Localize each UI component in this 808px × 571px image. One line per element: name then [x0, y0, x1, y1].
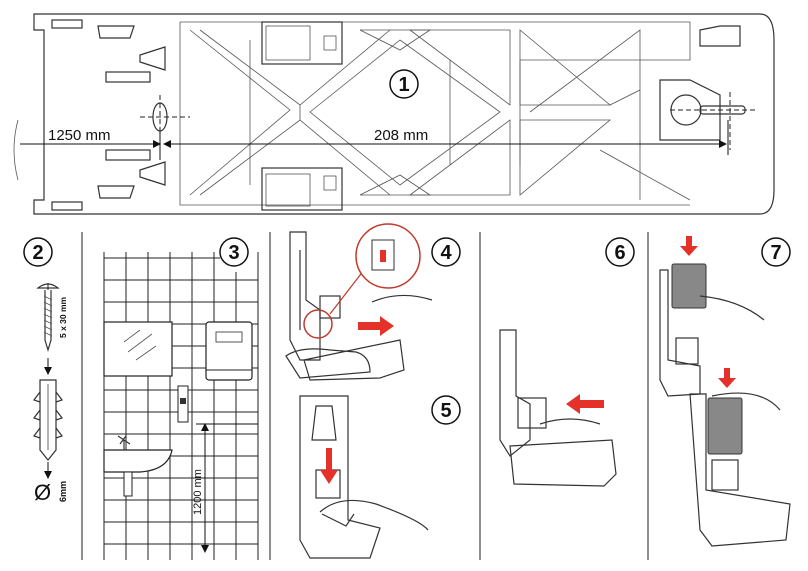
towel-dispenser: [206, 322, 252, 380]
svg-text:5: 5: [440, 400, 451, 422]
step-1-badge: 1: [390, 70, 418, 98]
dimension-left-label: 1250 mm: [48, 127, 111, 144]
dispenser-close-illustration: [500, 330, 616, 486]
dispenser-open-illustration: [286, 224, 432, 380]
mirror: [104, 322, 172, 376]
step-7-badge: 7: [762, 238, 790, 266]
svg-text:4: 4: [440, 242, 452, 264]
svg-text:6: 6: [614, 242, 625, 264]
screw-illustration: [38, 283, 58, 350]
step-6-badge: 6: [606, 238, 634, 266]
wall-plug-illustration: [34, 380, 62, 460]
drill-size-label: 6mm: [58, 481, 68, 502]
step-2-badge: 2: [24, 238, 52, 266]
sink: [104, 436, 172, 496]
diameter-symbol: Ø: [34, 480, 51, 505]
svg-text:3: 3: [228, 242, 239, 264]
mounting-height-label: 1200 mm: [192, 469, 204, 515]
svg-text:1: 1: [398, 74, 409, 96]
dispenser-insert-illustration: [300, 396, 428, 558]
svg-text:7: 7: [770, 242, 781, 264]
refill-insert-illustration: [660, 236, 790, 546]
svg-text:2: 2: [32, 242, 43, 264]
screw-size-label: 5 x 30 mm: [58, 296, 68, 338]
dimension-right-label: 208 mm: [374, 127, 428, 144]
soap-dispenser: [178, 386, 188, 422]
step-3-badge: 3: [220, 238, 248, 266]
step-5-badge: 5: [432, 396, 460, 424]
mounting-template: [14, 14, 774, 214]
step-4-badge: 4: [432, 238, 460, 266]
